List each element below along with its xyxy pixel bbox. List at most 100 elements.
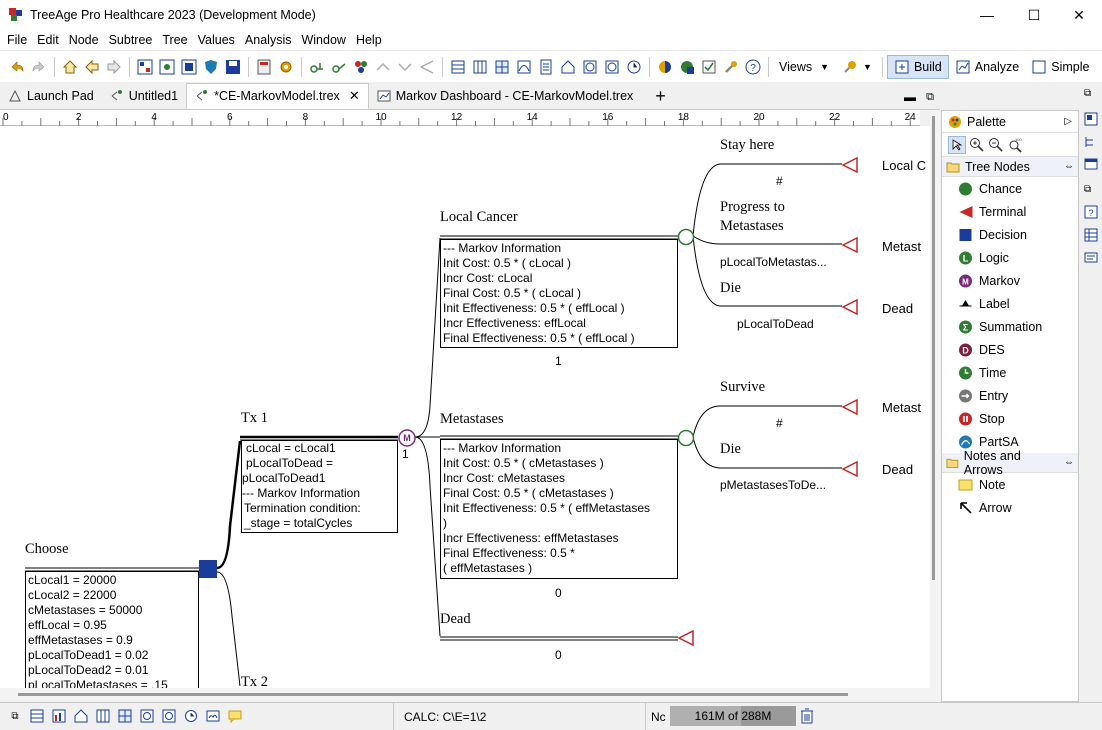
calc-button[interactable] [253, 56, 275, 78]
stay-here-node-name[interactable]: Stay here [720, 137, 774, 154]
status-tool-button[interactable] [158, 706, 180, 726]
menu-window[interactable]: Window [296, 33, 350, 47]
doc-button[interactable] [535, 56, 557, 78]
analyze-button[interactable]: Analyze [949, 55, 1025, 79]
local-cancer-node-name[interactable]: Local Cancer [440, 209, 518, 226]
distributions-button[interactable] [513, 56, 535, 78]
new-tab-button[interactable]: + [641, 83, 680, 109]
tree-nodes-section[interactable]: Tree Nodes ⇔ [942, 157, 1078, 177]
root-variables-box[interactable]: cLocal1 = 20000 cLocal2 = 22000 cMetasta… [25, 571, 199, 688]
palette-item-stop[interactable]: Stop [942, 407, 1078, 430]
color-button[interactable] [654, 56, 676, 78]
survive-node-name[interactable]: Survive [720, 379, 765, 396]
globe-button[interactable] [676, 56, 698, 78]
terminal-node-icon[interactable] [677, 629, 695, 647]
simple-button[interactable]: Simple [1025, 55, 1095, 79]
menu-values[interactable]: Values [193, 33, 240, 47]
tx2-node-name[interactable]: Tx 2 [241, 674, 268, 688]
variables-button[interactable] [469, 56, 491, 78]
add-branch-button[interactable] [306, 56, 328, 78]
tree-view-icon[interactable] [1083, 134, 1099, 150]
chance-node-icon[interactable] [677, 429, 695, 447]
save-button[interactable] [222, 56, 244, 78]
vertical-scrollbar[interactable] [930, 110, 940, 688]
expand-button[interactable] [394, 56, 416, 78]
palette-item-time[interactable]: Time [942, 361, 1078, 384]
node-color-button[interactable] [350, 56, 372, 78]
comments-icon[interactable] [1083, 250, 1099, 266]
die-met-node-name[interactable]: Die [720, 441, 741, 458]
window-view-icon[interactable] [1083, 156, 1099, 172]
palette-item-decision[interactable]: Decision [942, 223, 1078, 246]
palette-item-entry[interactable]: Entry [942, 384, 1078, 407]
status-tool-button[interactable] [224, 706, 246, 726]
metastases-node-name[interactable]: Metastases [440, 411, 504, 428]
root-node-name[interactable]: Choose [25, 541, 69, 558]
trash-button[interactable] [799, 707, 815, 728]
progress-node-name[interactable]: Progress to [720, 199, 785, 216]
palette-collapse-icon[interactable]: ▷ [1064, 116, 1078, 127]
metastases-markov-box[interactable]: --- Markov Information Init Cost: 0.5 * … [440, 439, 678, 579]
align-button[interactable] [416, 56, 438, 78]
palette-item-markov[interactable]: MMarkov [942, 269, 1078, 292]
status-tool-button[interactable] [48, 706, 70, 726]
menu-subtree[interactable]: Subtree [104, 33, 158, 47]
maximize-editor-icon[interactable]: ⧉ [920, 85, 940, 109]
terminal-node-icon[interactable] [841, 298, 859, 316]
markov-button[interactable] [579, 56, 601, 78]
select-tool-button[interactable] [948, 136, 966, 154]
tx1-node-name[interactable]: Tx 1 [241, 410, 268, 427]
scroll-thumb[interactable] [932, 116, 935, 580]
wrench-button[interactable] [720, 56, 742, 78]
chance-node-icon[interactable] [677, 228, 695, 246]
properties-icon[interactable]: ? [1083, 204, 1099, 220]
status-tool-button[interactable] [202, 706, 224, 726]
palette-item-label[interactable]: Label [942, 292, 1078, 315]
summation-button[interactable] [601, 56, 623, 78]
tree-canvas[interactable]: M Choose cLocal1 = 20000 cLocal2 = 22000… [0, 126, 930, 688]
maximize-button[interactable]: ☐ [1011, 0, 1057, 30]
close-button[interactable]: ✕ [1056, 0, 1102, 30]
views-dropdown[interactable]: Views▼ [773, 55, 835, 79]
menu-analysis[interactable]: Analysis [240, 33, 297, 47]
dead-node-name[interactable]: Dead [440, 611, 471, 628]
die-local-node-name[interactable]: Die [720, 280, 741, 297]
scroll-thumb[interactable] [18, 693, 848, 696]
section-toggle-icon[interactable]: ⇔ [1064, 457, 1078, 468]
pin-dropdown[interactable]: ▼ [835, 55, 878, 79]
house-button[interactable] [557, 56, 579, 78]
minimize-editor-icon[interactable]: ▬ [900, 85, 920, 109]
tree-tool-button[interactable] [178, 56, 200, 78]
menu-file[interactable]: File [2, 33, 32, 47]
palette-item-des[interactable]: DDES [942, 338, 1078, 361]
build-button[interactable]: Build [887, 55, 949, 79]
terminal-node-icon[interactable] [841, 236, 859, 254]
zoom-out-icon[interactable] [988, 137, 1004, 153]
restore-icon[interactable]: ⧉ [1084, 88, 1091, 99]
insert-node-button[interactable] [447, 56, 469, 78]
menu-help[interactable]: Help [351, 33, 387, 47]
restore-icon[interactable]: ⧉ [4, 706, 26, 726]
terminal-node-icon[interactable] [841, 398, 859, 416]
zoom-in-icon[interactable] [969, 137, 985, 153]
settings-button[interactable] [275, 56, 297, 78]
tree-tool-button[interactable] [156, 56, 178, 78]
grid-view-icon[interactable] [1083, 227, 1099, 243]
zoom-100-icon[interactable]: 100 [1007, 137, 1023, 153]
status-tool-button[interactable] [26, 706, 48, 726]
horizontal-scrollbar[interactable] [0, 688, 940, 702]
local-cancer-markov-box[interactable]: --- Markov Information Init Cost: 0.5 * … [440, 239, 678, 348]
tables-button[interactable] [491, 56, 513, 78]
palette-item-summation[interactable]: ΣSummation [942, 315, 1078, 338]
branch-button[interactable] [328, 56, 350, 78]
status-tool-button[interactable] [114, 706, 136, 726]
forward-button[interactable] [103, 56, 125, 78]
section-toggle-icon[interactable]: ⇔ [1064, 161, 1078, 172]
decision-node-icon[interactable] [199, 560, 217, 578]
menu-edit[interactable]: Edit [32, 33, 64, 47]
check-button[interactable] [698, 56, 720, 78]
tab-ce-markov-model[interactable]: *CE-MarkovModel.trex✕ [186, 83, 369, 109]
tab-launch-pad[interactable]: Launch Pad [0, 83, 102, 109]
help-button[interactable]: ? [742, 56, 764, 78]
palette-item-logic[interactable]: LLogic [942, 246, 1078, 269]
